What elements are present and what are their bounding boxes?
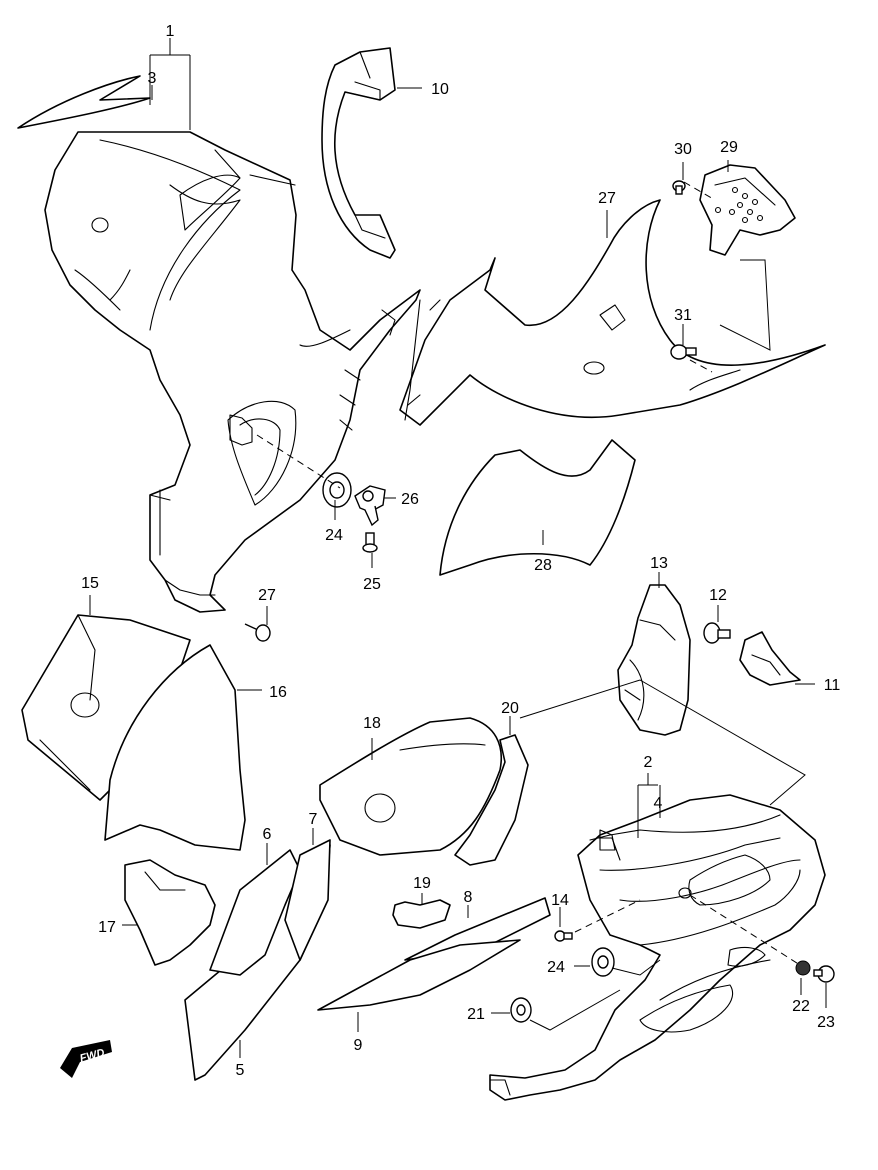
callout-30: 29 — [720, 139, 738, 156]
part-25-clip — [354, 485, 386, 527]
callout-1: 1 — [166, 23, 175, 40]
callout-labels: 1 3 10 29 30 27 31 26 24 28 25 13 15 27 … — [81, 23, 840, 1079]
callout-25: 26 — [401, 491, 419, 508]
callout-22: 22 — [792, 998, 810, 1015]
part-11-small-bracket — [739, 631, 801, 686]
part-29-panel — [439, 439, 636, 576]
part-3-decal — [17, 75, 151, 129]
part-23-screw — [813, 965, 835, 983]
callout-19: 19 — [413, 875, 431, 892]
callout-9: 9 — [354, 1037, 363, 1054]
part-7-inner-panel — [284, 839, 331, 961]
callout-13: 13 — [650, 555, 668, 572]
part-22-nut — [795, 960, 811, 976]
part-24b-grommet — [591, 947, 615, 977]
part-14-screw — [554, 930, 573, 942]
leader-lines — [89, 38, 827, 1058]
callout-7: 7 — [309, 811, 318, 828]
callout-28: 27 — [598, 190, 616, 207]
callout-14: 14 — [551, 892, 569, 909]
part-9-lower-panel — [317, 939, 521, 1011]
part-13-inner-piece — [617, 584, 691, 736]
callout-17: 17 — [98, 919, 116, 936]
part-30-bracket — [699, 164, 796, 256]
callout-8: 8 — [464, 889, 473, 906]
callout-24b: 24 — [547, 959, 565, 976]
callout-26: 25 — [363, 576, 381, 593]
callout-16: 16 — [269, 684, 287, 701]
callout-2: 2 — [644, 754, 653, 771]
part-18-center-panel — [319, 717, 502, 856]
callout-5: 5 — [236, 1062, 245, 1079]
callout-24a: 24 — [325, 527, 343, 544]
part-10-inner-panel — [321, 47, 396, 259]
part-26-screw — [362, 532, 378, 553]
part-16-side-panel — [104, 644, 246, 851]
callout-32: 31 — [674, 307, 692, 324]
callout-20: 20 — [501, 700, 519, 717]
part-21-grommet — [510, 997, 532, 1023]
callout-15: 15 — [81, 575, 99, 592]
part-32-screw — [670, 344, 697, 360]
part-27-screw — [244, 623, 271, 642]
part-20-strip — [454, 734, 529, 866]
callout-23: 23 — [817, 1014, 835, 1031]
callout-4: 4 — [654, 795, 663, 812]
callout-27: 27 — [258, 587, 276, 604]
part-28-side-cowling — [399, 199, 826, 426]
part-12-grommet — [703, 622, 731, 644]
callout-18: 18 — [363, 715, 381, 732]
part-19-small-piece — [392, 899, 451, 929]
callout-31: 30 — [674, 141, 692, 158]
part-24-grommet — [322, 472, 352, 508]
part-17-lower-piece — [124, 859, 216, 966]
callout-11: 11 — [824, 677, 841, 694]
callout-6: 6 — [263, 826, 272, 843]
callout-10: 10 — [431, 81, 449, 98]
assembly-lines — [256, 181, 806, 1031]
callout-29: 28 — [534, 557, 552, 574]
fwd-arrow-icon: FWD — [60, 1040, 112, 1078]
callout-3: 3 — [148, 70, 157, 87]
callout-21: 21 — [467, 1006, 485, 1023]
part-6-inner-panel — [209, 849, 301, 976]
part-2-under-cowl — [489, 794, 826, 1101]
callout-12: 12 — [709, 587, 727, 604]
part-31-screw — [672, 180, 686, 195]
part-1-upper-cowling — [44, 131, 421, 613]
